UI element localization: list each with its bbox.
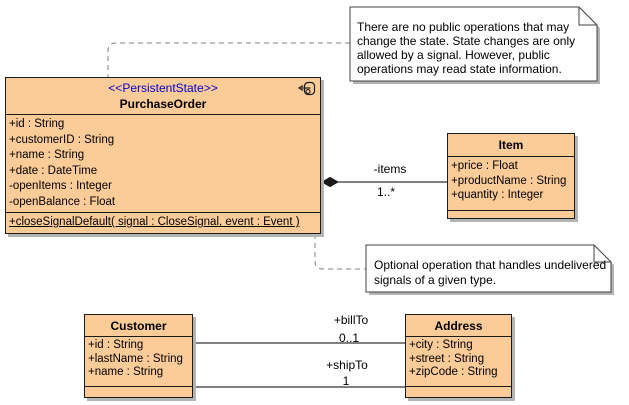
operations-compartment[interactable]: +closeSignalDefault( signal : CloseSigna… [6, 212, 320, 233]
attribute[interactable]: +zipCode : String [409, 366, 498, 378]
attribute[interactable]: +name : String [88, 366, 164, 378]
attribute[interactable]: +price : Float [451, 160, 518, 172]
attribute[interactable]: -openItems : Integer [9, 180, 112, 192]
class-purchase-order-header[interactable]: <<PersistentState>> PurchaseOrder [6, 78, 320, 114]
operations-compartment[interactable] [85, 386, 192, 397]
operations-compartment[interactable] [448, 210, 574, 218]
association-multiplicity-items[interactable]: 1..* [376, 185, 395, 199]
class-name: Address [434, 318, 483, 333]
class-name: Customer [110, 318, 167, 333]
association-multiplicity-shipto[interactable]: 1 [342, 374, 350, 388]
attributes-compartment[interactable]: +price : Float +productName : String +qu… [448, 156, 574, 210]
attribute[interactable]: +name : String [9, 149, 85, 161]
attribute[interactable]: +id : String [88, 339, 144, 351]
attributes-compartment[interactable]: +id : String +lastName : String +name : … [85, 336, 192, 386]
association-role-billto[interactable]: +billTo [333, 313, 369, 327]
attribute[interactable]: -openBalance : Float [9, 195, 116, 208]
attribute[interactable]: +city : String [409, 339, 473, 351]
association-role-shipto[interactable]: +shipTo [326, 358, 368, 372]
note-anchor-line [314, 234, 366, 270]
stereotype-label: <<PersistentState>> [108, 80, 218, 95]
attribute[interactable]: +id : String [9, 118, 65, 130]
operations-compartment[interactable] [406, 386, 511, 397]
class-item-header[interactable]: Item [448, 134, 574, 156]
class-address-header[interactable]: Address [406, 315, 511, 336]
class-purchase-order[interactable]: <<PersistentState>> PurchaseOrder +id : … [5, 77, 321, 234]
uml-note-state[interactable] [349, 6, 598, 82]
note-state-text: There are no public operations that may … [357, 20, 576, 76]
attribute[interactable]: +lastName : String [88, 352, 183, 365]
class-customer[interactable]: Customer +id : String +lastName : String… [84, 314, 193, 398]
association-role-items[interactable]: -items [373, 162, 407, 176]
attributes-compartment[interactable]: +city : String +street : String +zipCode… [406, 336, 511, 386]
note-folded-corner-icon [578, 7, 597, 26]
note-signal-text: Optional operation that handles undelive… [374, 258, 607, 287]
attribute[interactable]: +date : DateTime [9, 164, 98, 177]
association-multiplicity-billto[interactable]: 0..1 [338, 331, 359, 345]
attributes-compartment[interactable]: +id : String +customerID : String +name … [6, 114, 320, 212]
statemachine-icon [297, 81, 316, 96]
uml-note-signal[interactable] [365, 244, 612, 293]
operation[interactable]: +closeSignalDefault( signal : CloseSigna… [9, 216, 300, 228]
class-customer-header[interactable]: Customer [85, 315, 192, 336]
attribute[interactable]: +street : String [409, 352, 485, 365]
note-anchor-line [107, 42, 350, 77]
note-folded-corner-icon [593, 245, 611, 263]
class-name: PurchaseOrder [119, 96, 207, 111]
class-item[interactable]: Item +price : Float +productName : Strin… [447, 133, 575, 219]
class-address[interactable]: Address +city : String +street : String … [405, 314, 512, 398]
attribute[interactable]: +quantity : Integer [451, 189, 544, 201]
composition-diamond-icon [320, 176, 340, 188]
attribute[interactable]: +customerID : String [9, 133, 115, 146]
attribute[interactable]: +productName : String [451, 174, 567, 187]
class-name: Item [498, 138, 524, 152]
